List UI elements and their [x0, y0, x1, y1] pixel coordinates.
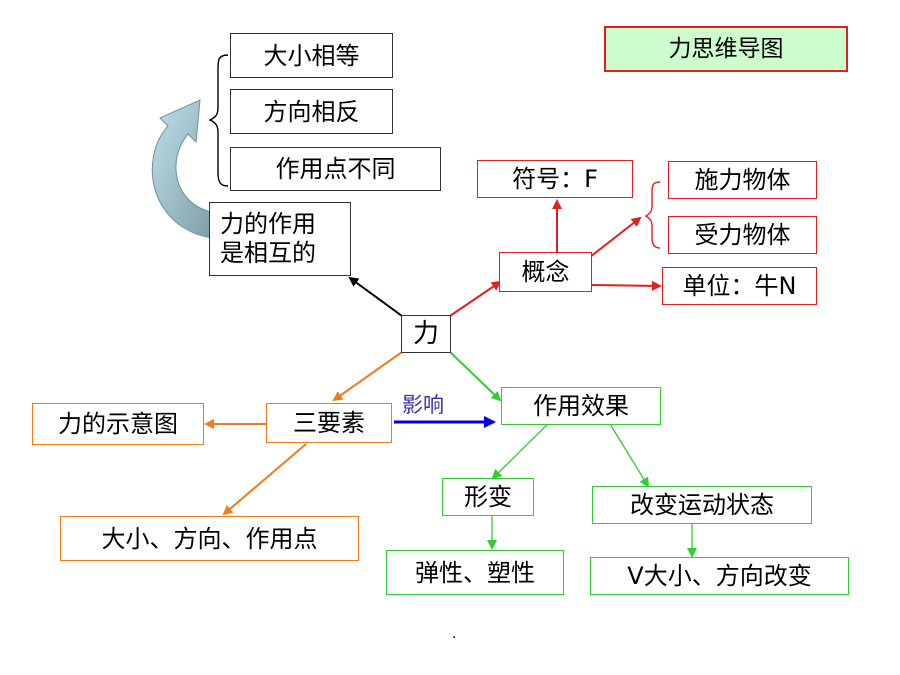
node-concept: 概念 [499, 252, 592, 292]
node-motion-change-label: 改变运动状态 [630, 491, 774, 519]
arrow-center-concept [449, 280, 502, 317]
node-force-center: 力 [401, 315, 451, 353]
node-three-elements-label: 三要素 [293, 409, 365, 437]
node-elements-list-label: 大小、方向、作用点 [101, 524, 318, 553]
node-symbol: 符号：F [477, 160, 633, 198]
arrow-three-elements [222, 443, 307, 516]
brace-mutual [208, 54, 229, 187]
node-deformation-types-label: 弹性、塑性 [415, 558, 535, 587]
node-receiving-object: 受力物体 [668, 216, 817, 254]
node-effects: 作用效果 [501, 387, 661, 425]
arrow-concept-objects [589, 216, 642, 258]
node-motion-change: 改变运动状态 [592, 486, 812, 524]
node-opposite-direction: 方向相反 [230, 89, 393, 134]
node-force-mutual: 力的作用 是相互的 [209, 202, 351, 276]
node-exerting-object: 施力物体 [668, 161, 817, 199]
diagram-title-text: 力思维导图 [668, 35, 784, 62]
arrow-effects-motion [609, 423, 650, 488]
node-different-point: 作用点不同 [230, 147, 441, 191]
brace-objects [644, 181, 661, 249]
node-equal-magnitude: 大小相等 [230, 33, 393, 78]
influence-label: 影响 [402, 393, 444, 417]
node-force-diagram: 力的示意图 [32, 403, 204, 445]
node-three-elements: 三要素 [266, 403, 392, 443]
arrow-effects-deformation [491, 423, 549, 480]
diagram-title: 力思维导图 [604, 26, 848, 72]
node-force-mutual-line2: 是相互的 [220, 239, 316, 267]
node-motion-detail: V大小、方向改变 [590, 557, 849, 595]
node-exerting-object-label: 施力物体 [694, 166, 791, 194]
arrow-center-mutual [348, 276, 403, 317]
node-deformation-label: 形变 [464, 483, 512, 511]
node-receiving-object-label: 受力物体 [694, 221, 791, 249]
node-force-center-label: 力 [412, 319, 439, 349]
node-unit: 单位：牛N [662, 267, 817, 305]
arrow-center-three [332, 351, 403, 402]
curved-arrow-icon [151, 99, 213, 239]
node-equal-magnitude-label: 大小相等 [263, 41, 360, 70]
node-unit-label: 单位：牛N [682, 272, 797, 300]
footer-dot: . [452, 626, 457, 642]
arrow-center-effects [449, 351, 502, 402]
node-motion-detail-label: V大小、方向改变 [627, 562, 812, 590]
node-deformation-types: 弹性、塑性 [386, 550, 564, 595]
node-force-mutual-line1: 力的作用 [220, 210, 316, 239]
arrow-concept-unit [591, 280, 662, 291]
node-deformation: 形变 [442, 478, 534, 516]
node-different-point-label: 作用点不同 [275, 155, 396, 183]
node-concept-label: 概念 [521, 258, 570, 286]
node-elements-list: 大小、方向、作用点 [60, 516, 359, 561]
node-force-diagram-label: 力的示意图 [58, 410, 178, 438]
node-symbol-label: 符号：F [512, 165, 598, 193]
node-effects-label: 作用效果 [533, 392, 629, 420]
node-opposite-direction-label: 方向相反 [263, 97, 360, 126]
